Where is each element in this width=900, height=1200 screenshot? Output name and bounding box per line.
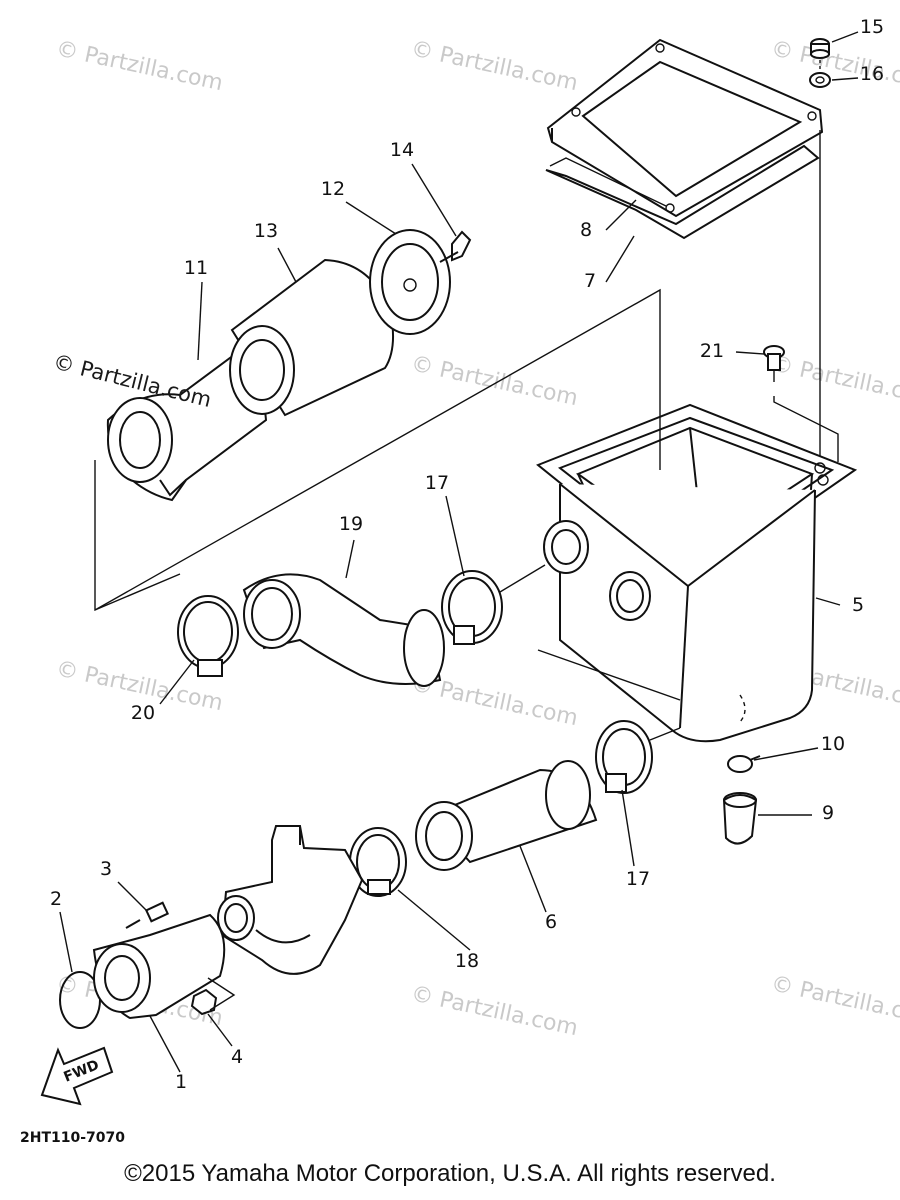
callout-15: 15 [860,16,884,38]
diagram-part-code: 2HT110-7070 [20,1130,125,1146]
clamp-part-17-upper [441,570,503,645]
element-joint-part-11 [106,353,268,502]
callout-13: 13 [254,220,278,242]
callout-17: 17 [425,472,449,494]
fwd-arrow-icon: FWD [40,1046,114,1106]
manifold-part-1 [92,913,226,1020]
callout-17: 17 [626,868,650,890]
leader-lines [59,31,859,1073]
callout-10: 10 [821,733,845,755]
callout-14: 14 [390,139,414,161]
callout-3: 3 [100,858,112,880]
clamp-part-17-lower [595,720,653,794]
watermark: © Partzilla.com [769,971,900,1031]
air-filter-part-13 [229,258,395,417]
clip-part-10 [727,755,761,773]
watermark: © Partzilla.com [769,351,900,411]
callout-19: 19 [339,513,363,535]
intake-hose-part-19 [242,573,445,687]
carburetor [217,825,364,975]
callout-1: 1 [175,1071,187,1093]
callout-7: 7 [584,270,596,292]
callout-9: 9 [822,802,834,824]
callout-8: 8 [580,219,592,241]
callout-5: 5 [852,594,864,616]
washer-part-16 [809,72,831,88]
filter-plate-part-12 [369,229,451,335]
callout-2: 2 [50,888,62,910]
callout-11: 11 [184,257,208,279]
wing-bolt-part-14 [439,230,472,263]
callout-21: 21 [700,340,724,362]
drain-pipe-part-9 [722,792,758,845]
joint-hose-part-6 [415,760,598,871]
callout-12: 12 [321,178,345,200]
airbox-part-5 [536,403,858,743]
bolt-part-15 [810,38,830,59]
callout-20: 20 [131,702,155,724]
airbox-cover-part-8 [546,38,824,218]
copyright-notice: ©2015 Yamaha Motor Corporation, U.S.A. A… [124,1160,776,1187]
clamp-part-20 [177,595,239,677]
watermark: © Partzilla.com [409,981,580,1041]
callout-16: 16 [860,63,884,85]
watermark: © Partzilla.com [409,36,580,96]
watermark: © Partzilla.com [54,36,225,96]
nut-part-4 [190,988,218,1016]
bolt-part-3 [125,901,170,929]
gasket-part-7 [545,144,820,240]
callout-4: 4 [231,1046,243,1068]
bolt-part-21 [763,345,785,382]
callout-6: 6 [545,911,557,933]
callout-18: 18 [455,950,479,972]
watermark: © Partzilla.com [409,351,580,411]
